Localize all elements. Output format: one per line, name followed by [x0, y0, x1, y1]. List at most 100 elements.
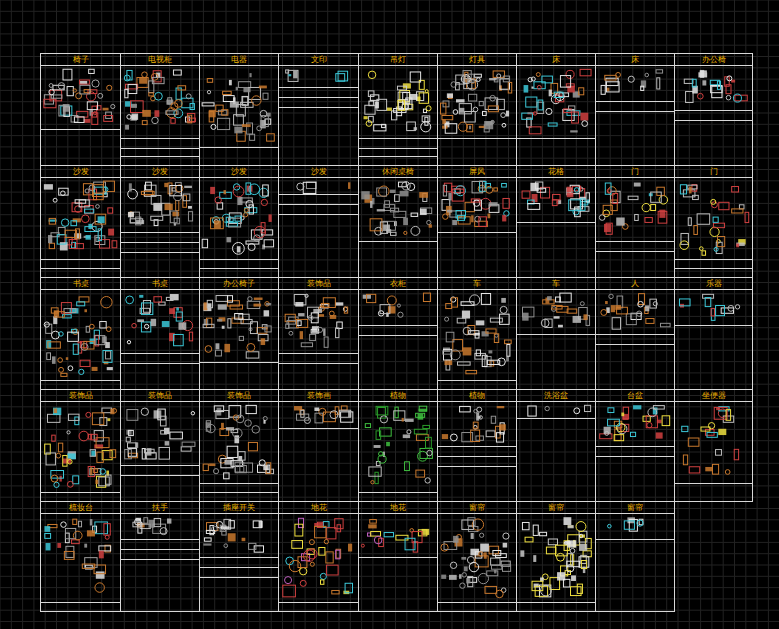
cad-block [286, 324, 289, 328]
cad-block [604, 427, 611, 434]
cad-block [394, 211, 406, 217]
cad-block [48, 235, 52, 243]
cad-block [181, 447, 191, 451]
cad-block [187, 113, 194, 122]
cad-block [453, 110, 458, 115]
cad-block [202, 239, 207, 247]
cad-block [301, 343, 312, 347]
cad-block [330, 315, 337, 319]
grid-line [0, 598, 779, 599]
cad-block [188, 206, 192, 209]
cad-block [104, 181, 115, 191]
cad-block [522, 522, 529, 529]
cad-block [295, 302, 303, 307]
cad-block [391, 232, 397, 235]
shelf-line [437, 138, 516, 139]
cad-block [58, 358, 63, 363]
cad-block [563, 109, 574, 120]
cad-block [67, 87, 73, 96]
cad-block [545, 406, 549, 410]
shelf-line [358, 557, 437, 558]
shelf-line [674, 483, 752, 484]
shelf-line [358, 241, 437, 242]
cad-block [377, 188, 387, 196]
cad-block [94, 469, 98, 473]
shelf-line [120, 252, 199, 253]
cad-block [266, 303, 271, 305]
cad-block [128, 85, 137, 94]
cad-block [68, 414, 79, 420]
cad-block [607, 189, 611, 193]
grid-line [11, 0, 12, 629]
cad-block [292, 541, 303, 549]
cad-block [658, 211, 667, 223]
cad-block [540, 532, 547, 535]
cad-block [310, 562, 314, 566]
cad-block [139, 78, 147, 84]
cad-block [705, 467, 712, 471]
cad-block [166, 111, 178, 114]
cad-block [420, 209, 427, 215]
shelf-line [278, 87, 358, 88]
cad-block [213, 469, 218, 474]
library-cell: 插座开关 [199, 501, 279, 612]
library-cell: 窗帘 [437, 501, 517, 612]
cad-block [736, 244, 739, 248]
cad-block [716, 450, 722, 456]
cad-block [476, 320, 485, 325]
cad-block [693, 195, 699, 199]
cad-block [288, 70, 298, 81]
cad-block [493, 71, 504, 77]
cad-block [570, 130, 577, 132]
cad-block [261, 116, 268, 127]
cad-block [608, 524, 612, 528]
grid-line [350, 0, 351, 629]
cad-block [396, 535, 408, 540]
cad-block [416, 413, 425, 417]
grid-line [0, 565, 779, 566]
cad-block [209, 463, 215, 466]
cad-block [567, 561, 580, 566]
cad-block [699, 247, 703, 251]
cad-block [377, 209, 385, 211]
cad-block [452, 298, 458, 307]
shelf-line [595, 111, 674, 112]
cad-block [242, 96, 248, 105]
cad-block [380, 416, 387, 423]
cad-block [166, 297, 173, 300]
cad-block [547, 296, 552, 300]
shelf-line [199, 268, 278, 269]
cad-block [557, 572, 565, 580]
cad-block [489, 78, 497, 80]
cad-block [605, 301, 608, 304]
shelf-line [199, 259, 278, 260]
cad-block [371, 532, 381, 537]
cad-block [321, 580, 324, 584]
cad-block [458, 215, 465, 220]
cad-block [448, 193, 451, 201]
cad-block [692, 79, 696, 87]
cad-block [64, 551, 74, 559]
shelf-line [120, 559, 199, 560]
cad-block [261, 199, 267, 205]
library-cell: 地花 [358, 501, 438, 612]
cad-block [87, 102, 97, 110]
grid-line [316, 0, 317, 629]
cad-block [710, 227, 719, 236]
cad-block [380, 222, 387, 233]
category-heading: 文印 [279, 54, 358, 66]
cad-block [718, 236, 725, 246]
cad-block [242, 124, 251, 127]
shelf-line [199, 567, 278, 568]
cad-block [462, 573, 466, 577]
shelf-line [120, 539, 199, 540]
shelf-line [595, 241, 674, 242]
cad-block [442, 434, 448, 439]
library-cell: 吊灯 [358, 53, 438, 166]
cad-block [745, 212, 749, 222]
cad-block [228, 319, 231, 328]
grid-line [0, 79, 779, 80]
library-cell: 梳妆台 [40, 501, 121, 612]
cad-block [485, 98, 498, 110]
cad-block [420, 448, 432, 458]
